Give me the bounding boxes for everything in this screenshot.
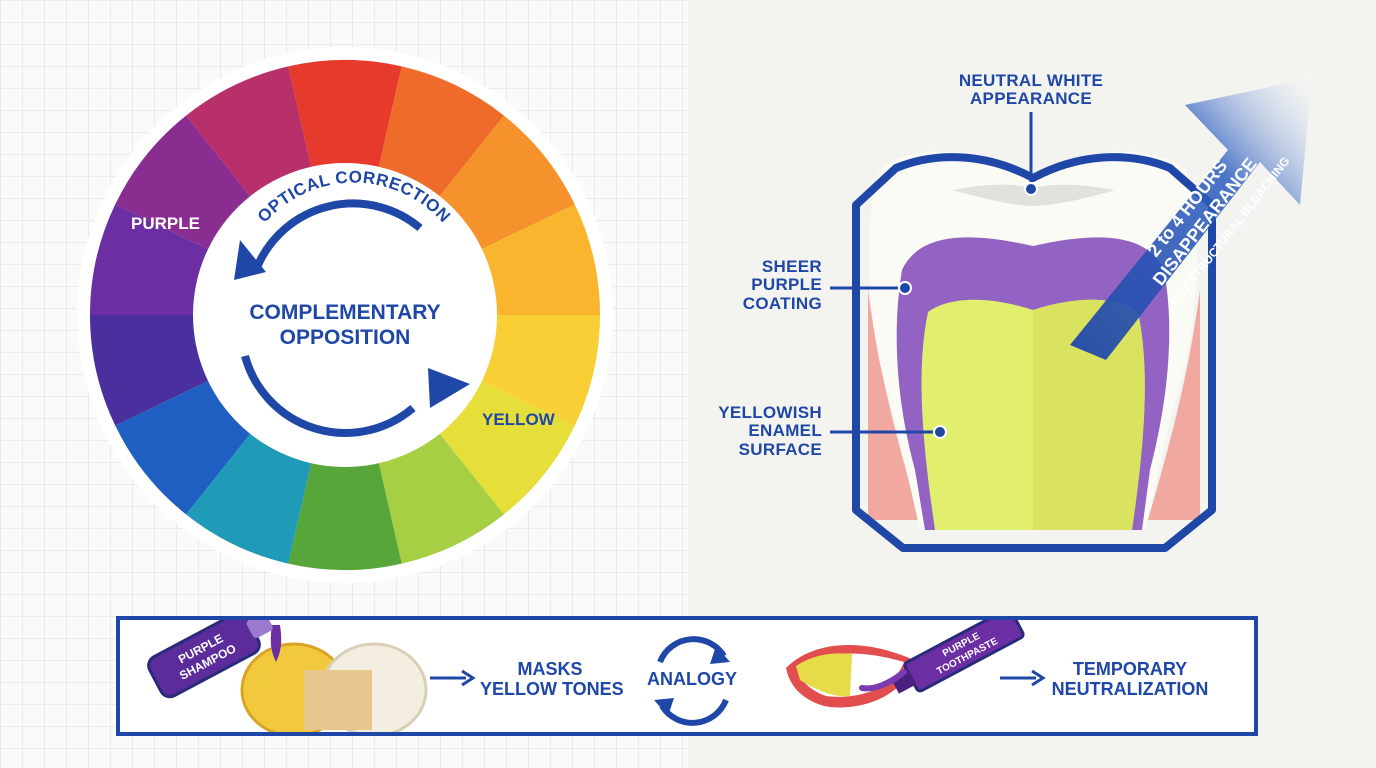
ring-arrowhead-left	[234, 240, 266, 280]
gum-left	[868, 290, 920, 520]
wheel-segment	[438, 380, 575, 515]
tooth-frame	[852, 153, 1216, 552]
enamel-label: YELLOWISH ENAMEL SURFACE	[718, 403, 822, 459]
paste-stream	[859, 669, 907, 692]
coating-leader-dot	[898, 281, 912, 295]
face	[304, 670, 372, 730]
shampoo-drip	[270, 625, 282, 662]
wheel-segment	[480, 204, 600, 315]
toothpaste-tube: PURPLE TOOTHPASTE	[891, 620, 1025, 694]
center-text: COMPLEMENTARY OPPOSITION	[200, 300, 490, 350]
wheel-segment	[480, 315, 600, 426]
wheel-segment	[378, 432, 504, 564]
wheel-segment	[186, 432, 312, 564]
wheel-segment	[288, 59, 402, 169]
gum-right	[1148, 290, 1200, 520]
center-line2: OPPOSITION	[279, 326, 411, 350]
ring-arrow-top	[254, 199, 423, 267]
wheel-segment	[378, 66, 504, 198]
analogy-panel: PURPLE SHAMPOO PURPLE TOOTHPASTE MASKS Y…	[116, 616, 1258, 736]
purple-label: PURPLE	[131, 214, 200, 233]
masks-label: MASKS YELLOW TONES	[480, 659, 624, 699]
wheel-center	[193, 163, 497, 467]
wheel-segment	[115, 115, 252, 250]
neutral-white-label: NEUTRAL WHITE APPEARANCE	[958, 71, 1104, 109]
enamel-shade	[1033, 299, 1145, 530]
shampoo-bottle: PURPLE SHAMPOO	[147, 620, 273, 699]
ring-arrowhead-right	[428, 368, 470, 408]
analogy-arrow-top-head	[710, 646, 730, 664]
coating-label: SHEER PURPLE COATING	[742, 257, 822, 313]
analogy-arrow-bottom-head	[654, 698, 674, 716]
top-leader-dot	[1024, 182, 1038, 196]
yellow-teeth	[796, 653, 852, 697]
disappearance-arrow	[1070, 78, 1312, 360]
wheel-segment	[90, 204, 210, 315]
center-line1: COMPLEMENTARY	[249, 301, 441, 324]
ring-arrow-bottom	[241, 354, 416, 437]
wheel-segments	[90, 59, 600, 571]
temporary-label: TEMPORARY NEUTRALIZATION	[1051, 659, 1209, 699]
wheel-segment	[288, 461, 402, 571]
wheel-segment	[186, 66, 312, 198]
enamel-leader-dot	[933, 425, 947, 439]
arrow-right-1-head	[461, 669, 476, 687]
wheel-segment	[115, 380, 252, 515]
arrow-right-2-head	[1031, 669, 1046, 687]
tooth-diagram: 2 to 4 HOURS DISAPPEARANCE NOT STRUCTURA…	[830, 78, 1312, 552]
wheel-segment	[438, 115, 575, 250]
analogy-illustrations: PURPLE SHAMPOO PURPLE TOOTHPASTE	[147, 620, 1046, 732]
analogy-label: ANALOGY	[647, 669, 737, 689]
yellow-label: YELLOW	[482, 410, 555, 429]
wheel-segment	[90, 315, 210, 426]
color-wheel: OPTICAL CORRECTION	[77, 47, 613, 583]
